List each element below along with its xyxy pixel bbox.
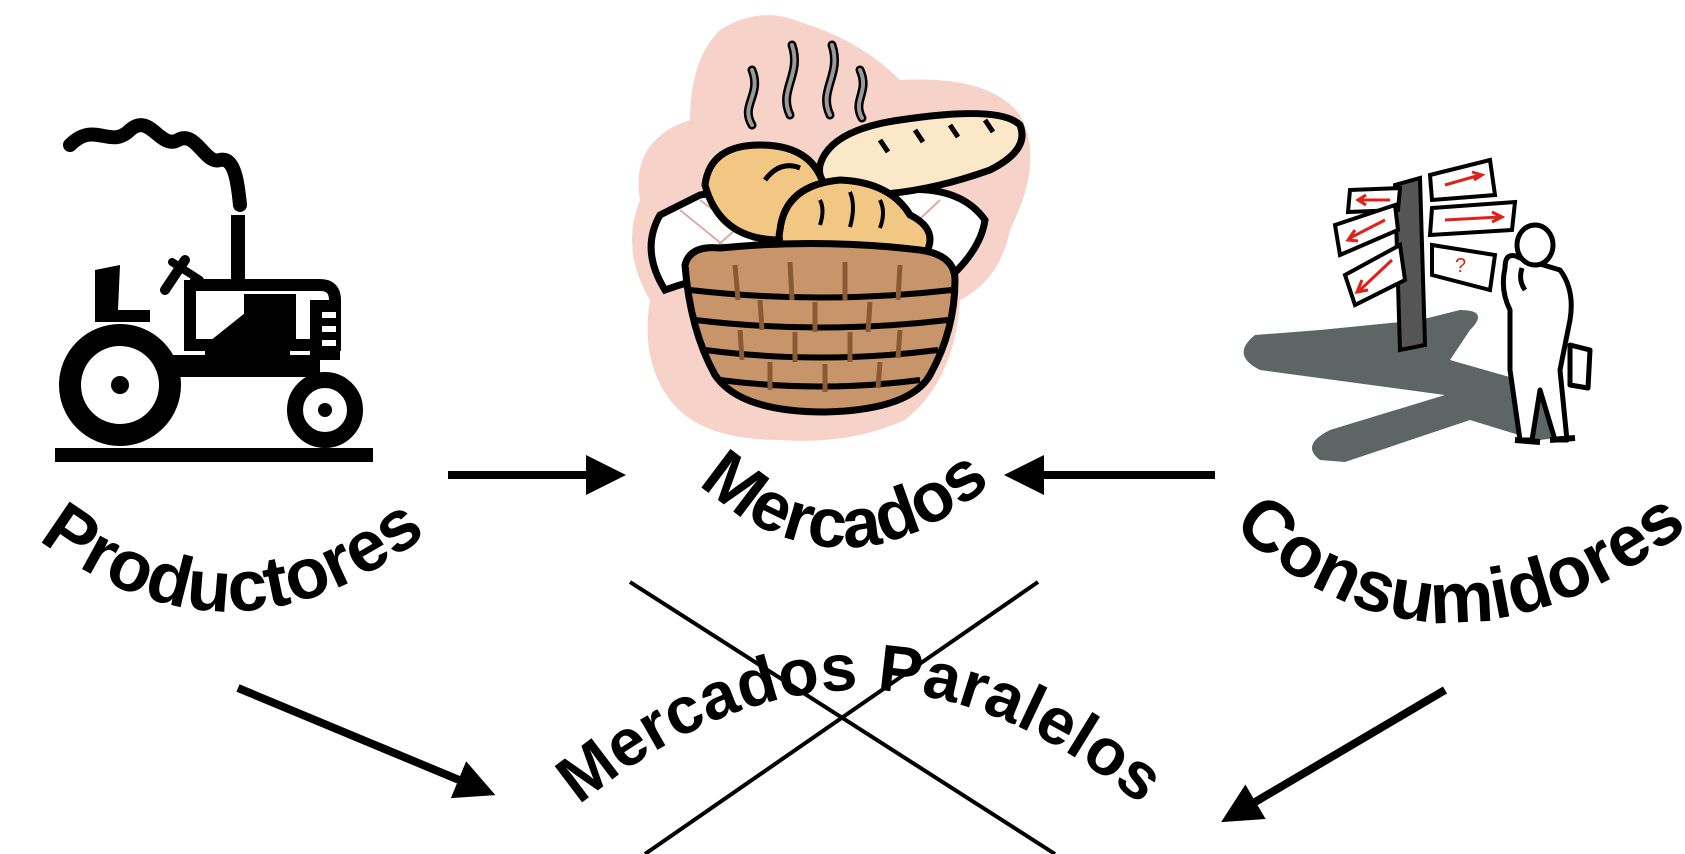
signpost-question-mark: ? xyxy=(1455,255,1466,277)
flow-arrows xyxy=(236,455,1448,823)
tractor-icon xyxy=(55,118,373,462)
label-mercados-paralelos: Mercados Paralelos xyxy=(542,630,1178,817)
arrow-consumidores-to-paralelos xyxy=(1221,686,1448,823)
bread-basket-icon xyxy=(632,15,1031,441)
cross-out-mark xyxy=(628,580,1057,854)
confused-consumer-signpost-icon: ? xyxy=(1243,157,1593,462)
arrow-productores-to-paralelos xyxy=(236,684,496,799)
label-productores: Productores xyxy=(29,483,437,629)
label-consumidores: Consumidores xyxy=(1222,477,1685,640)
label-mercados: Mercados xyxy=(689,434,1001,564)
